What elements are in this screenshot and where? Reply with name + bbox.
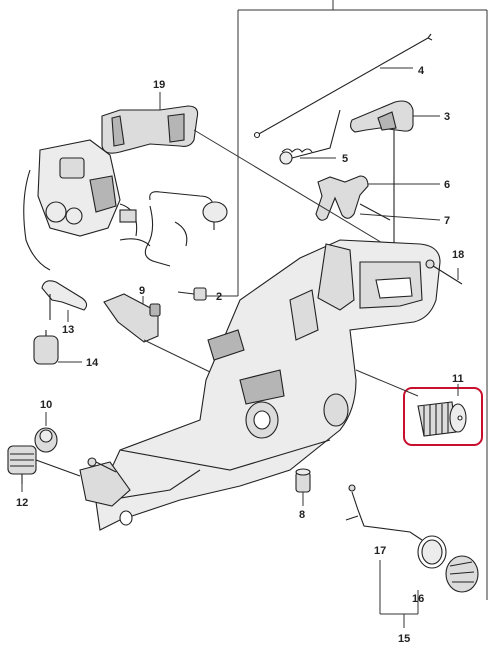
part-15-group-bracket bbox=[380, 613, 418, 628]
callout-6[interactable]: 6 bbox=[444, 179, 450, 191]
callout-8[interactable]: 8 bbox=[299, 509, 305, 521]
callout-10[interactable]: 10 bbox=[40, 399, 52, 411]
part-10-rubber-buffer[interactable] bbox=[34, 412, 58, 453]
callout-4[interactable]: 4 bbox=[418, 65, 425, 77]
callout-labels: 4 3 5 6 7 19 18 2 9 13 14 11 10 12 8 17 … bbox=[16, 65, 464, 645]
carburettor-assembly bbox=[23, 139, 138, 271]
callout-9[interactable]: 9 bbox=[139, 285, 145, 297]
callout-12[interactable]: 12 bbox=[16, 497, 28, 509]
callout-15[interactable]: 15 bbox=[398, 633, 410, 645]
small-fasteners bbox=[87, 457, 117, 473]
callout-16[interactable]: 16 bbox=[412, 593, 424, 605]
part-5-spring[interactable] bbox=[279, 109, 341, 165]
part-8-bushing[interactable] bbox=[295, 468, 311, 506]
part-14-fuel-filter[interactable] bbox=[33, 330, 82, 365]
callout-18[interactable]: 18 bbox=[452, 249, 464, 261]
part-18-screw[interactable] bbox=[425, 259, 463, 285]
callout-17[interactable]: 17 bbox=[374, 545, 386, 557]
fuel-line-assembly bbox=[119, 191, 228, 267]
part-6-throttle-trigger[interactable] bbox=[315, 175, 440, 221]
frame-lines bbox=[237, 0, 488, 600]
callout-13[interactable]: 13 bbox=[62, 324, 74, 336]
part-13-fuel-hose[interactable] bbox=[41, 280, 88, 322]
callout-3[interactable]: 3 bbox=[444, 111, 450, 123]
part-11-highlight-box[interactable] bbox=[355, 369, 483, 446]
part-16-tank-cap[interactable] bbox=[417, 535, 479, 614]
part-7-pin[interactable] bbox=[359, 130, 441, 250]
part-3-throttle-trigger-lockout[interactable] bbox=[349, 100, 440, 133]
callout-14[interactable]: 14 bbox=[86, 357, 99, 369]
part-1-crankcase-handle[interactable] bbox=[79, 239, 441, 531]
part-4-throttle-rod[interactable] bbox=[253, 33, 433, 139]
callout-11[interactable]: 11 bbox=[452, 373, 464, 385]
part-9-vibration-bracket[interactable] bbox=[103, 293, 211, 373]
part-17-stop-cable[interactable] bbox=[345, 484, 423, 614]
callout-5[interactable]: 5 bbox=[342, 153, 348, 165]
part-12-vibration-damper[interactable] bbox=[7, 445, 81, 492]
part-2-bolt[interactable] bbox=[177, 287, 238, 301]
part-19-handle-cover[interactable] bbox=[101, 92, 395, 251]
callout-7[interactable]: 7 bbox=[444, 215, 450, 227]
callout-19[interactable]: 19 bbox=[153, 79, 165, 91]
callout-2[interactable]: 2 bbox=[216, 291, 222, 303]
